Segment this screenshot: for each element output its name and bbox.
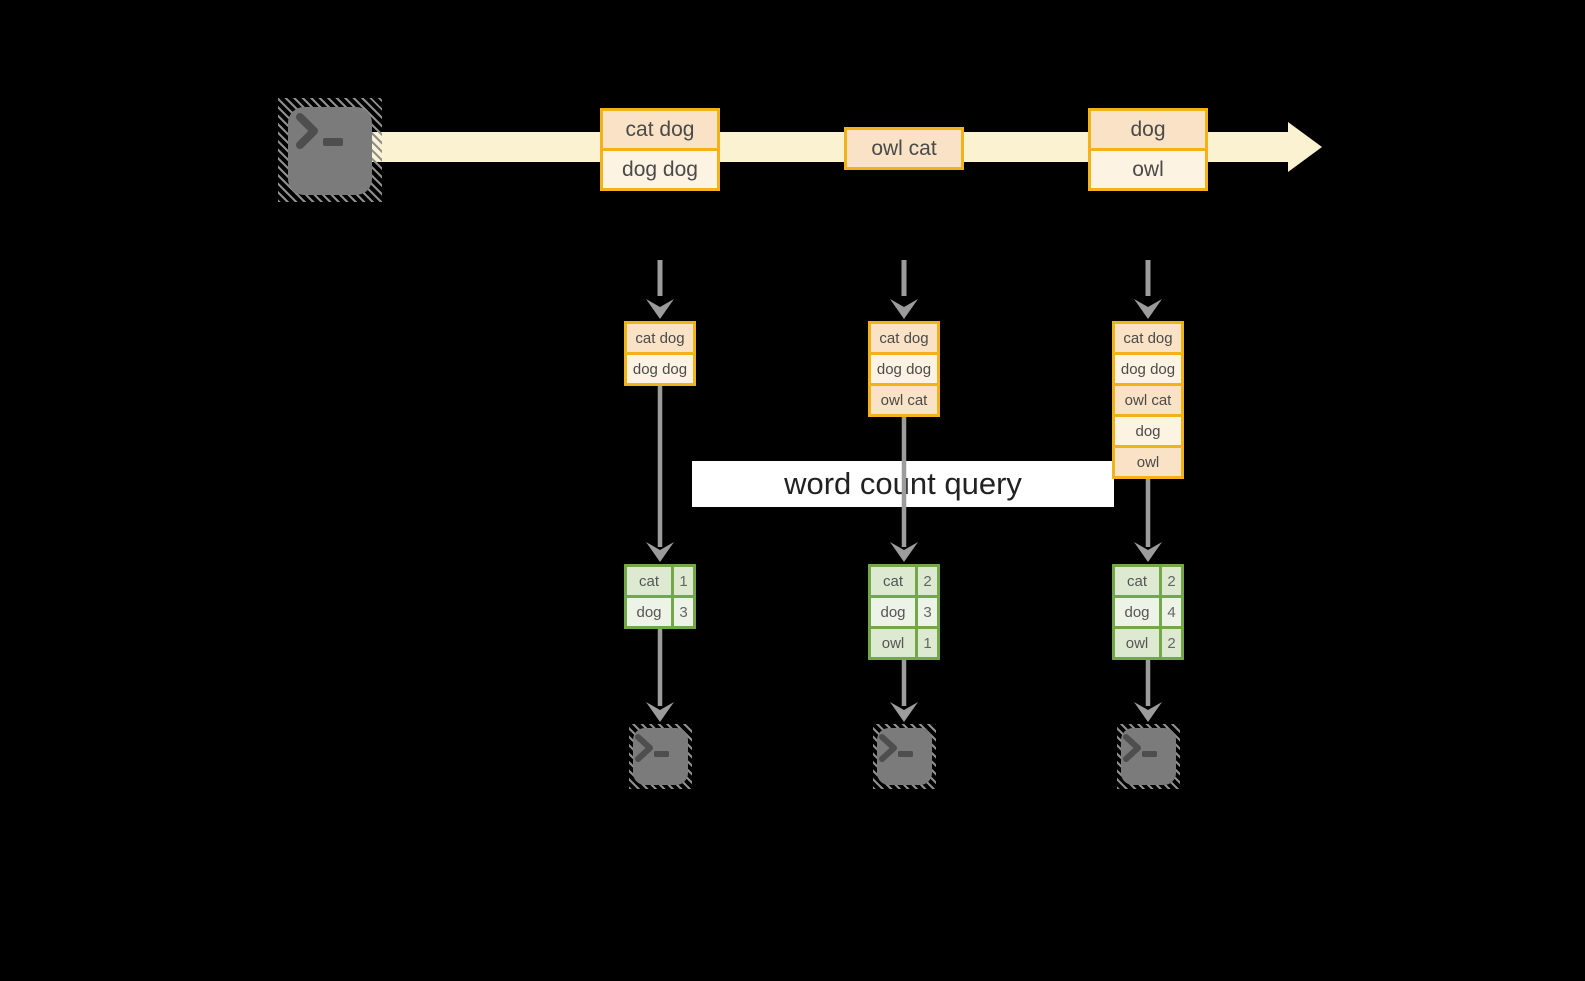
count-row: dog 4: [1115, 595, 1181, 626]
log-record: cat dog: [871, 324, 937, 352]
count-cell: 3: [918, 598, 937, 626]
count-row: owl 1: [871, 626, 937, 657]
count-cell: 2: [1162, 629, 1181, 657]
query-arrow-3: [1134, 479, 1162, 562]
stream-arrowhead-icon: [1288, 122, 1322, 172]
source-terminal-icon: [278, 98, 382, 202]
word-cell: cat: [871, 567, 918, 595]
event-line: dog dog: [603, 148, 717, 188]
word-cell: cat: [1115, 567, 1162, 595]
terminal-prompt-icon: [635, 734, 669, 762]
output-terminal-icon-2: [873, 724, 936, 789]
dashed-arrow-3: [1134, 260, 1162, 319]
query-arrow-2: [890, 417, 918, 562]
count-row: cat 1: [627, 567, 693, 595]
count-table-3: cat 2 dog 4 owl 2: [1112, 564, 1184, 660]
output-arrow-1: [646, 629, 674, 722]
event-line: dog: [1091, 111, 1205, 148]
log-record: dog dog: [1115, 352, 1181, 383]
log-record: dog dog: [627, 352, 693, 383]
log-record: owl cat: [1115, 383, 1181, 414]
count-table-2: cat 2 dog 3 owl 1: [868, 564, 940, 660]
count-row: dog 3: [627, 595, 693, 626]
stream-event-3: dog owl: [1088, 108, 1208, 191]
count-cell: 2: [918, 567, 937, 595]
word-cell: cat: [627, 567, 674, 595]
record-log-2: cat dog dog dog owl cat: [868, 321, 940, 417]
dashed-arrow-1: [646, 260, 674, 319]
event-line: cat dog: [603, 111, 717, 148]
record-log-1: cat dog dog dog: [624, 321, 696, 386]
word-cell: dog: [1115, 598, 1162, 626]
event-line: owl: [1091, 148, 1205, 188]
log-record: dog dog: [871, 352, 937, 383]
output-arrow-3: [1134, 660, 1162, 722]
word-cell: dog: [627, 598, 674, 626]
count-row: owl 2: [1115, 626, 1181, 657]
count-cell: 3: [674, 598, 693, 626]
terminal-prompt-icon: [1123, 734, 1157, 762]
log-record: dog: [1115, 414, 1181, 445]
count-cell: 1: [918, 629, 937, 657]
output-terminal-icon-3: [1117, 724, 1180, 789]
word-cell: owl: [1115, 629, 1162, 657]
terminal-prompt-icon: [296, 113, 343, 149]
count-table-1: cat 1 dog 3: [624, 564, 696, 629]
log-record: owl cat: [871, 383, 937, 414]
stream-event-1: cat dog dog dog: [600, 108, 720, 191]
output-terminal-icon-1: [629, 724, 692, 789]
count-row: cat 2: [871, 567, 937, 595]
count-cell: 4: [1162, 598, 1181, 626]
count-row: dog 3: [871, 595, 937, 626]
log-record: owl: [1115, 445, 1181, 476]
count-cell: 2: [1162, 567, 1181, 595]
count-cell: 1: [674, 567, 693, 595]
word-cell: owl: [871, 629, 918, 657]
event-line: owl cat: [847, 130, 961, 167]
word-cell: dog: [871, 598, 918, 626]
query-arrow-1: [646, 386, 674, 562]
log-record: cat dog: [1115, 324, 1181, 352]
count-row: cat 2: [1115, 567, 1181, 595]
stream-event-2: owl cat: [844, 127, 964, 170]
record-log-3: cat dog dog dog owl cat dog owl: [1112, 321, 1184, 479]
dashed-arrow-2: [890, 260, 918, 319]
log-record: cat dog: [627, 324, 693, 352]
output-arrow-2: [890, 660, 918, 722]
terminal-prompt-icon: [879, 734, 913, 762]
